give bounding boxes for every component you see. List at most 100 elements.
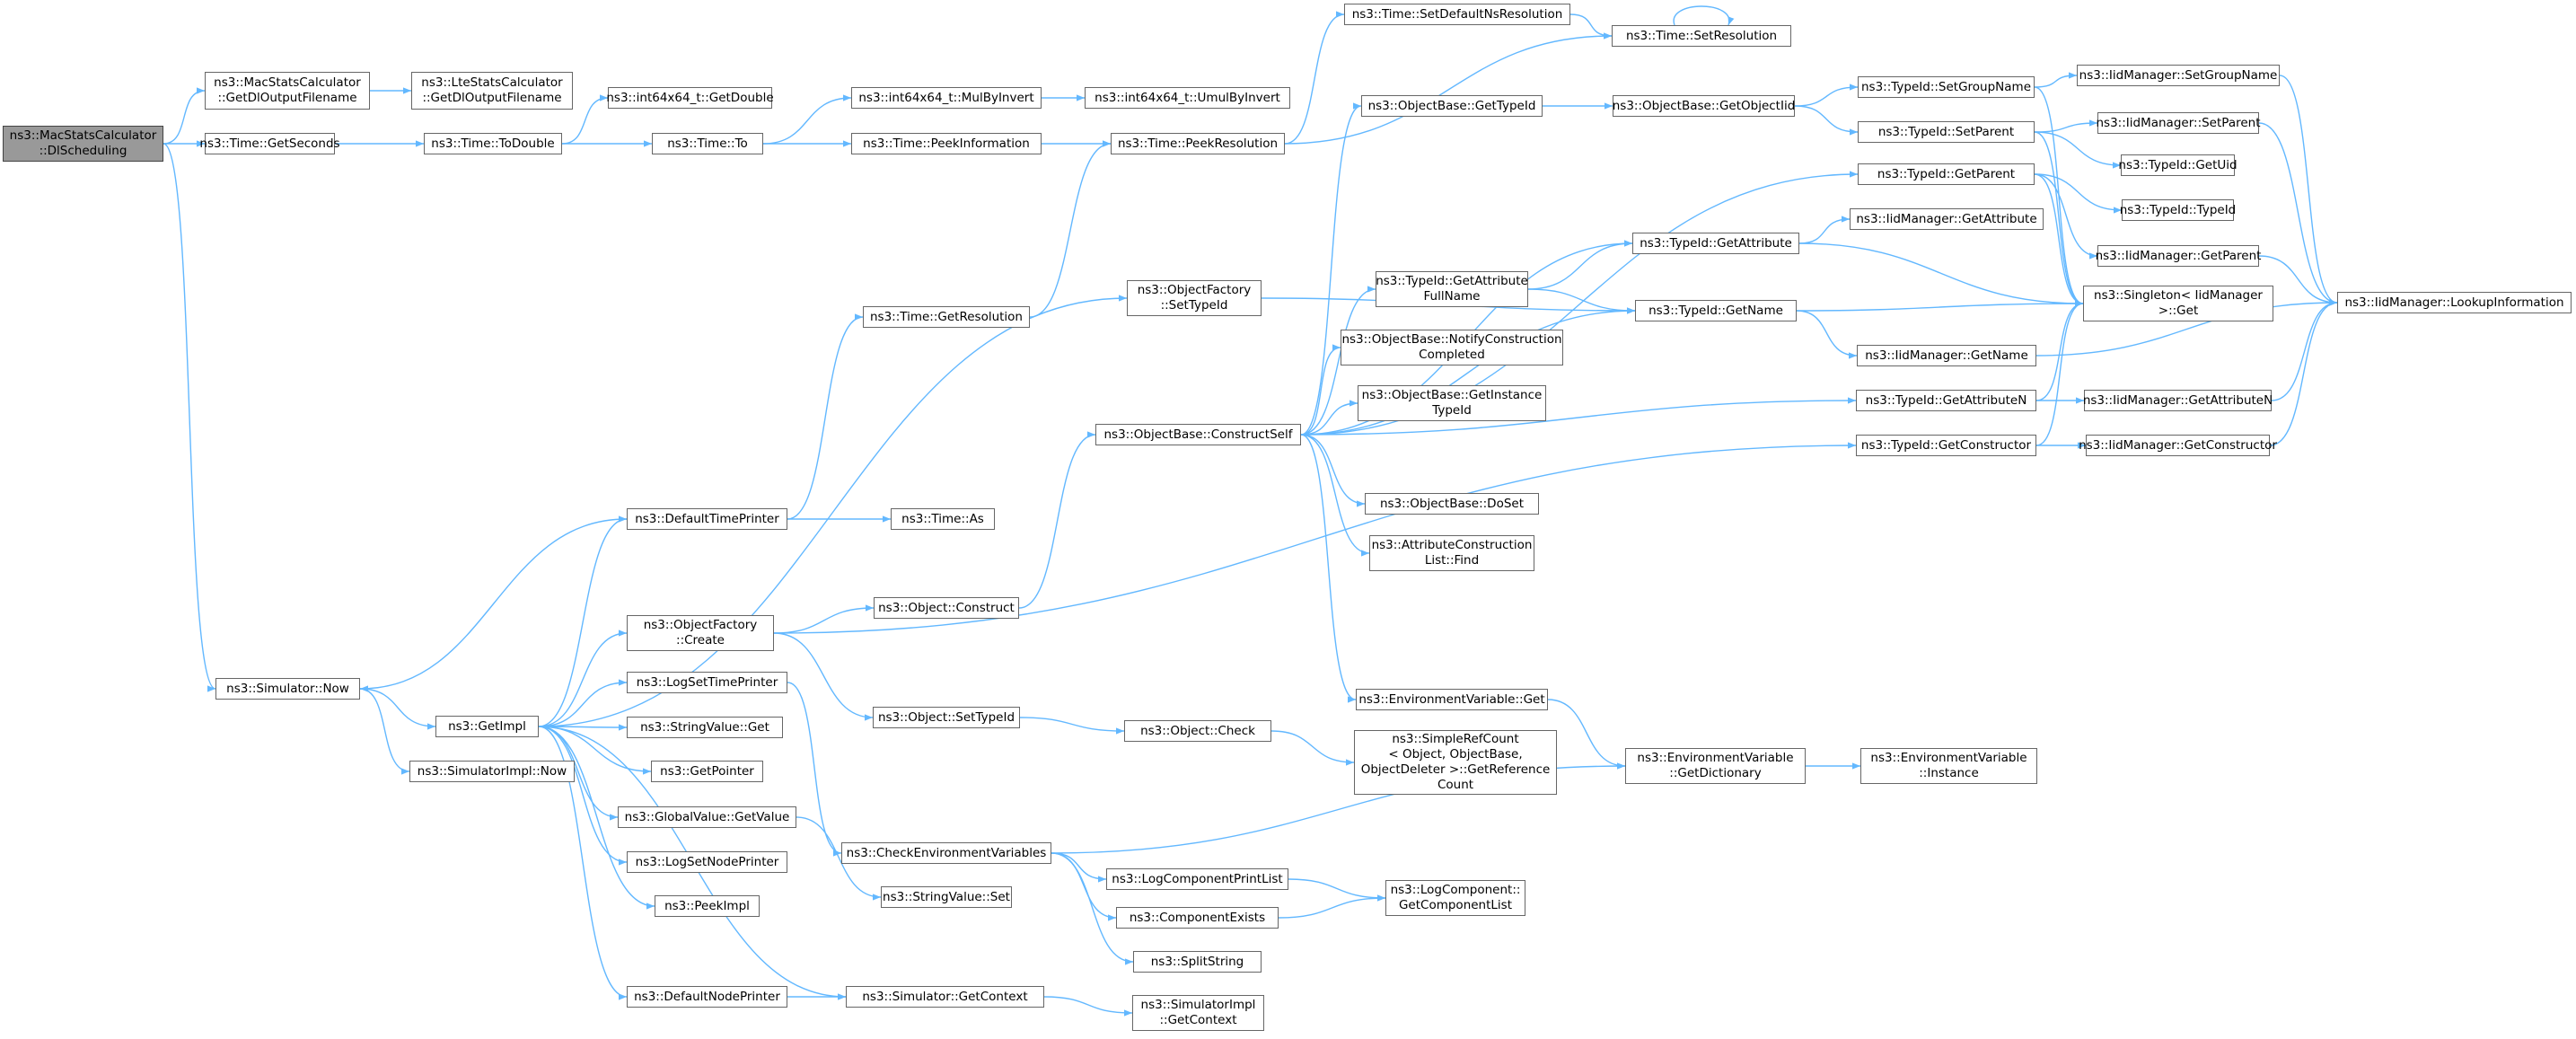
node-set-res[interactable]: ns3::Time::SetResolution xyxy=(1612,25,1791,47)
node-tid-get-constructor[interactable]: ns3::TypeId::GetConstructor xyxy=(1856,435,2036,456)
node-label-line: ns3::DefaultNodePrinter xyxy=(634,989,780,1004)
node-time-as[interactable]: ns3::Time::As xyxy=(891,508,995,530)
node-def-node-printer[interactable]: ns3::DefaultNodePrinter xyxy=(627,986,787,1008)
node-iid-set-group-name[interactable]: ns3::IidManager::SetGroupName xyxy=(2077,65,2280,86)
node-label-line: ns3::PeekImpl xyxy=(664,898,750,913)
edge-toDouble-to-int64GetDouble xyxy=(561,94,609,145)
edge-envVarGet-to-envVarGetDict xyxy=(1547,699,1626,770)
node-iid-get-parent[interactable]: ns3::IidManager::GetParent xyxy=(2096,245,2261,267)
edge-tidGetAttrFullName-to-tidGetName xyxy=(1527,288,1636,314)
node-tid-get-attribute-n[interactable]: ns3::TypeId::GetAttributeN xyxy=(1856,390,2036,411)
edge-checkEnvVars-to-splitString xyxy=(1051,852,1134,965)
node-label-line: ns3::StringValue::Get xyxy=(640,719,769,735)
edge-constructSelf-to-obNotifyConstruction xyxy=(1300,344,1341,436)
node-tid-type-id[interactable]: ns3::TypeId::TypeId xyxy=(2120,199,2236,221)
node-get-seconds[interactable]: ns3::Time::GetSeconds xyxy=(199,133,340,154)
node-peek-info[interactable]: ns3::Time::PeekInformation xyxy=(851,133,1042,154)
node-env-var-get-dict[interactable]: ns3::EnvironmentVariable::GetDictionary xyxy=(1625,748,1806,784)
node-log-set-time-printer[interactable]: ns3::LogSetTimePrinter xyxy=(627,672,787,693)
node-obj-set-type-id[interactable]: ns3::Object::SetTypeId xyxy=(873,707,1020,728)
node-sim-get-context[interactable]: ns3::Simulator::GetContext xyxy=(846,986,1044,1008)
node-peek-res[interactable]: ns3::Time::PeekResolution xyxy=(1111,133,1285,154)
node-singleton-get[interactable]: ns3::Singleton< IidManager>::Get xyxy=(2083,286,2273,321)
edge-getImpl-to-ofCreate xyxy=(538,630,628,727)
node-obj-construct[interactable]: ns3::Object::Construct xyxy=(874,597,1019,619)
edge-simNow-to-getImpl xyxy=(359,688,436,730)
edge-getImpl-to-defNodePrinter xyxy=(538,726,628,1000)
node-obj-check[interactable]: ns3::Object::Check xyxy=(1124,720,1271,742)
node-env-var-get[interactable]: ns3::EnvironmentVariable::Get xyxy=(1356,689,1548,710)
node-label-line: >::Get xyxy=(2158,304,2199,318)
node-component-exists[interactable]: ns3::ComponentExists xyxy=(1116,907,1279,929)
node-string-value-get[interactable]: ns3::StringValue::Get xyxy=(627,717,783,738)
edge-tidGetAttribute-to-singletonGet xyxy=(1798,242,2084,307)
node-ob-get-type-id[interactable]: ns3::ObjectBase::GetTypeId xyxy=(1361,95,1543,117)
node-set-default-ns-res[interactable]: ns3::Time::SetDefaultNsResolution xyxy=(1344,4,1570,25)
node-tid-get-attribute[interactable]: ns3::TypeId::GetAttribute xyxy=(1632,233,1799,254)
node-string-value-set[interactable]: ns3::StringValue::Set xyxy=(881,886,1012,908)
node-get-pointer[interactable]: ns3::GetPointer xyxy=(651,761,763,782)
node-label-line: ns3::SimulatorImpl xyxy=(1140,998,1256,1012)
node-log-comp-print-list[interactable]: ns3::LogComponentPrintList xyxy=(1106,868,1288,890)
node-get-dl-out-file[interactable]: ns3::MacStatsCalculator::GetDlOutputFile… xyxy=(205,72,370,110)
node-global-value-get[interactable]: ns3::GlobalValue::GetValue xyxy=(618,806,796,828)
node-get-resolution[interactable]: ns3::Time::GetResolution xyxy=(863,306,1030,328)
node-split-string[interactable]: ns3::SplitString xyxy=(1133,951,1262,973)
node-check-env-vars[interactable]: ns3::CheckEnvironmentVariables xyxy=(841,842,1051,864)
node-iid-lookup-info[interactable]: ns3::IidManager::LookupInformation xyxy=(2337,292,2572,313)
node-iid-get-constructor[interactable]: ns3::IidManager::GetConstructor xyxy=(2079,435,2277,456)
node-tid-set-parent[interactable]: ns3::TypeId::SetParent xyxy=(1858,121,2035,143)
node-iid-get-attribute[interactable]: ns3::IidManager::GetAttribute xyxy=(1850,208,2044,230)
edge-getImpl-to-logSetTimePrinter xyxy=(538,679,628,727)
node-label-line: ::GetDictionary xyxy=(1669,766,1762,780)
node-tid-get-parent[interactable]: ns3::TypeId::GetParent xyxy=(1858,163,2035,185)
node-mul-by-invert[interactable]: ns3::int64x64_t::MulByInvert xyxy=(851,87,1042,109)
node-of-set-type-id[interactable]: ns3::ObjectFactory::SetTypeId xyxy=(1127,280,1262,316)
node-label-line: ns3::Time::SetResolution xyxy=(1625,28,1778,43)
node-lte-get-dl-out-file[interactable]: ns3::LteStatsCalculator::GetDlOutputFile… xyxy=(411,72,573,110)
node-def-time-printer[interactable]: ns3::DefaultTimePrinter xyxy=(627,508,787,530)
node-label-line: ns3::ObjectBase::GetTypeId xyxy=(1367,98,1536,113)
node-label-line: ns3::SimulatorImpl::Now xyxy=(417,763,567,779)
node-label-line: ns3::GetPointer xyxy=(660,763,754,779)
node-iid-get-attribute-n[interactable]: ns3::IidManager::GetAttributeN xyxy=(2083,390,2273,411)
node-iid-set-parent[interactable]: ns3::IidManager::SetParent xyxy=(2097,112,2261,134)
node-log-comp-get-list[interactable]: ns3::LogComponent::GetComponentList xyxy=(1385,880,1525,916)
node-sim-impl-now[interactable]: ns3::SimulatorImpl::Now xyxy=(409,761,575,782)
node-env-var-instance[interactable]: ns3::EnvironmentVariable::Instance xyxy=(1860,748,2037,784)
node-construct-self[interactable]: ns3::ObjectBase::ConstructSelf xyxy=(1095,424,1301,445)
node-label-line: ns3::Time::GetResolution xyxy=(869,309,1023,324)
node-tid-get-name[interactable]: ns3::TypeId::GetName xyxy=(1635,300,1797,321)
node-sim-now[interactable]: ns3::Simulator::Now xyxy=(215,678,360,700)
edge-logSetTimePrinter-to-checkEnvVars xyxy=(787,682,842,857)
node-ob-get-object-iid[interactable]: ns3::ObjectBase::GetObjectIid xyxy=(1613,95,1795,117)
edge-tidGetParent-to-tidTypeId xyxy=(2034,173,2123,214)
node-to-double[interactable]: ns3::Time::ToDouble xyxy=(424,133,562,154)
node-label-line: ns3::TypeId::SetGroupName xyxy=(1860,79,2032,94)
node-get-impl[interactable]: ns3::GetImpl xyxy=(435,716,539,737)
node-umul-by-invert[interactable]: ns3::int64x64_t::UmulByInvert xyxy=(1085,87,1290,109)
node-time-to[interactable]: ns3::Time::To xyxy=(652,133,763,154)
edge-iidSetParent-to-iidLookupInfo xyxy=(2258,122,2338,306)
node-sim-impl-get-context[interactable]: ns3::SimulatorImpl::GetContext xyxy=(1132,995,1264,1031)
edge-tidGetName-to-iidGetName xyxy=(1796,310,1858,359)
node-peek-impl[interactable]: ns3::PeekImpl xyxy=(655,895,760,917)
node-iid-get-name[interactable]: ns3::IidManager::GetName xyxy=(1857,345,2036,366)
node-simple-ref-count[interactable]: ns3::SimpleRefCount< Object, ObjectBase,… xyxy=(1354,730,1557,795)
node-tid-get-uid[interactable]: ns3::TypeId::GetUid xyxy=(2118,154,2238,176)
node-log-set-node-printer[interactable]: ns3::LogSetNodePrinter xyxy=(627,851,787,873)
node-of-create[interactable]: ns3::ObjectFactory::Create xyxy=(627,615,774,651)
edge-root-to-simNow xyxy=(163,143,216,692)
edge-iidGetConstructor-to-iidLookupInfo xyxy=(2269,299,2338,446)
edge-iidGetName-to-iidLookupInfo xyxy=(2035,299,2338,357)
node-label-line: ns3::TypeId::GetAttributeN xyxy=(1865,392,2027,408)
node-label-line: ns3::IidManager::GetConstructor xyxy=(2079,437,2277,453)
node-ob-do-set[interactable]: ns3::ObjectBase::DoSet xyxy=(1365,493,1539,515)
node-label-line: ns3::MacStatsCalculator xyxy=(214,75,361,90)
node-int64get-double[interactable]: ns3::int64x64_t::GetDouble xyxy=(606,87,774,109)
node-tid-set-group-name[interactable]: ns3::TypeId::SetGroupName xyxy=(1858,76,2035,98)
